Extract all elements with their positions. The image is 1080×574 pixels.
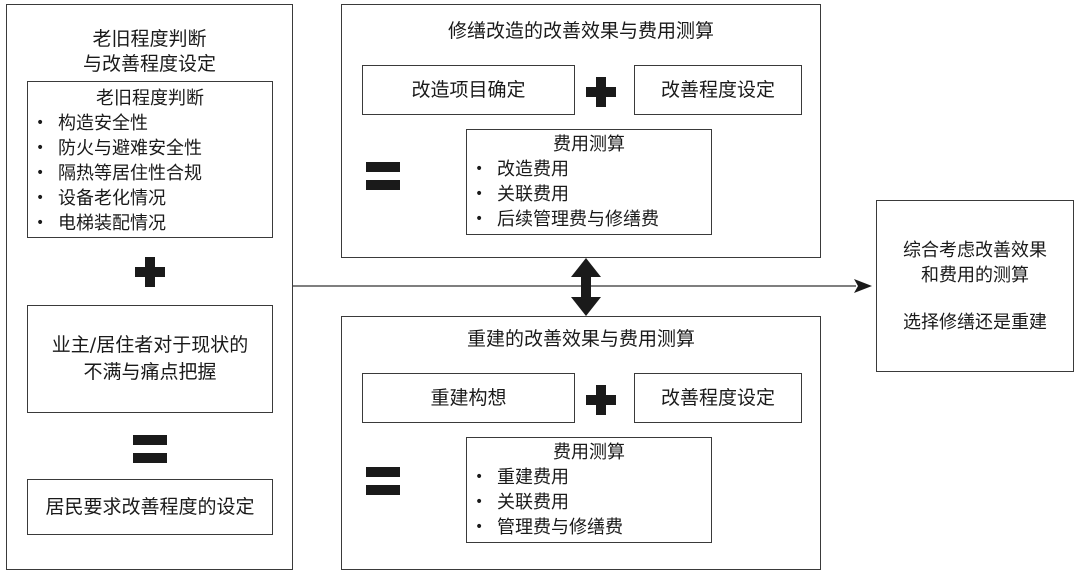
- list-item: 重建费用: [467, 465, 711, 490]
- improvement-level-result-box: 居民要求改善程度的设定: [27, 479, 273, 535]
- list-item: 隔热等居住性合规: [28, 161, 272, 186]
- list-item: 设备老化情况: [28, 186, 272, 211]
- plus-icon: [586, 385, 616, 415]
- left-panel-title: 老旧程度判断 与改善程度设定: [82, 28, 216, 75]
- age-assessment-list: 构造安全性 防火与避难安全性 隔热等居住性合规 设备老化情况 电梯装配情况: [28, 111, 272, 236]
- renovation-cost-box: 费用测算 改造费用 关联费用 后续管理费与修缮费: [466, 129, 712, 235]
- renovation-panel: 修缮改造的改善效果与费用测算 改造项目确定 改善程度设定 费用测算 改造费用 关…: [341, 4, 821, 258]
- age-assessment-box: 老旧程度判断 构造安全性 防火与避难安全性 隔热等居住性合规 设备老化情况 电梯…: [27, 81, 273, 238]
- list-item: 电梯装配情况: [28, 211, 272, 236]
- list-item: 构造安全性: [28, 111, 272, 136]
- equals-icon: [366, 467, 400, 495]
- list-item: 关联费用: [467, 182, 711, 207]
- owner-dissatisfaction-box: 业主/居住者对于现状的 不满与痛点把握: [27, 305, 273, 413]
- renovation-cost-heading: 费用测算: [553, 134, 625, 155]
- renovation-cost-list: 改造费用 关联费用 后续管理费与修缮费: [467, 157, 711, 232]
- rebuild-cost-box: 费用测算 重建费用 关联费用 管理费与修缮费: [466, 437, 712, 543]
- list-item: 管理费与修缮费: [467, 515, 711, 540]
- equals-icon: [366, 162, 400, 190]
- horizontal-arrow: [293, 279, 872, 293]
- rebuild-panel-title: 重建的改善效果与费用测算: [466, 328, 695, 350]
- decision-summary: 综合考虑改善效果 和费用的测算: [903, 239, 1047, 286]
- rebuild-cost-heading: 费用测算: [553, 442, 625, 463]
- plus-icon: [586, 77, 616, 107]
- renovation-level-box: 改善程度设定: [634, 65, 802, 115]
- renovation-panel-title: 修缮改造的改善效果与费用测算: [447, 20, 714, 42]
- age-assessment-heading: 老旧程度判断: [96, 88, 204, 109]
- equals-icon: [133, 435, 167, 463]
- double-headed-vertical-arrow: [571, 258, 601, 316]
- rebuild-concept-box: 重建构想: [362, 373, 575, 423]
- rebuild-level-box: 改善程度设定: [634, 373, 802, 423]
- renovation-scope-box: 改造项目确定: [362, 65, 575, 115]
- decision-box: 综合考虑改善效果 和费用的测算 选择修缮还是重建: [876, 200, 1074, 372]
- decision-choice: 选择修缮还是重建: [903, 311, 1047, 333]
- left-panel: 老旧程度判断 与改善程度设定 老旧程度判断 构造安全性 防火与避难安全性 隔热等…: [6, 4, 293, 570]
- rebuild-cost-list: 重建费用 关联费用 管理费与修缮费: [467, 465, 711, 540]
- list-item: 后续管理费与修缮费: [467, 207, 711, 232]
- list-item: 防火与避难安全性: [28, 136, 272, 161]
- list-item: 关联费用: [467, 490, 711, 515]
- rebuild-panel: 重建的改善效果与费用测算 重建构想 改善程度设定 费用测算 重建费用 关联费用 …: [341, 316, 821, 570]
- list-item: 改造费用: [467, 157, 711, 182]
- plus-icon: [135, 257, 165, 287]
